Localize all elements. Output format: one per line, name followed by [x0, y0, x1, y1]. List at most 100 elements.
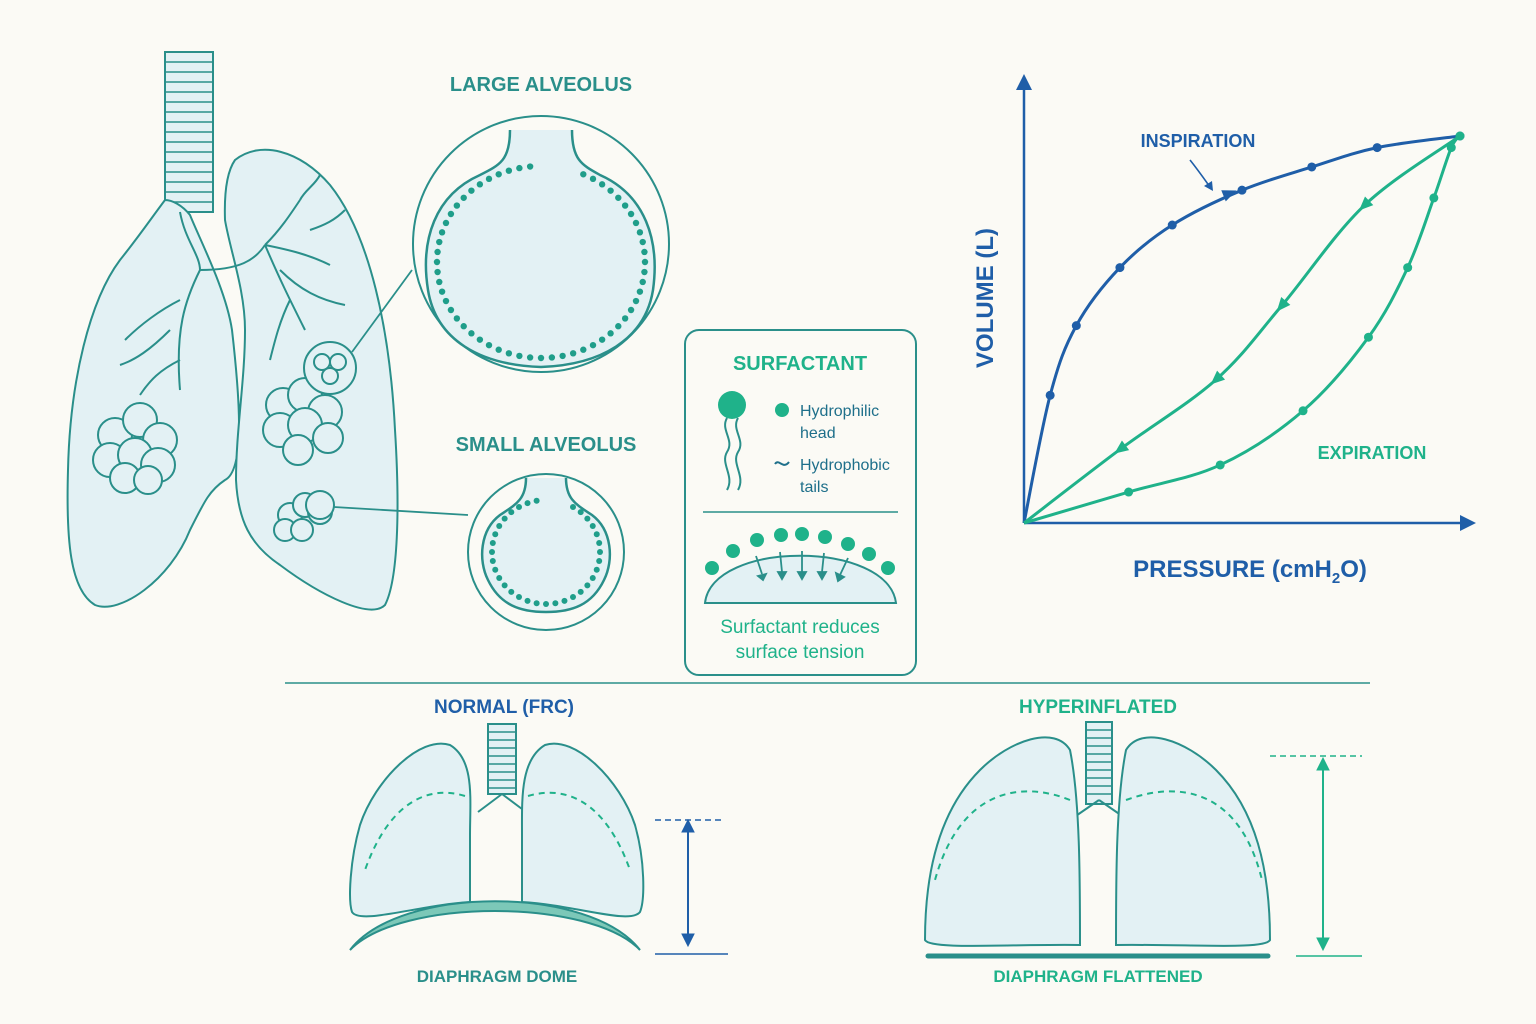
surfactant-dot	[537, 354, 545, 362]
diaphragm-dome-caption: DIAPHRAGM DOME	[417, 967, 578, 986]
surfactant-dot	[436, 278, 443, 286]
surfactant-dot	[524, 500, 531, 507]
surfactant-dot	[559, 352, 566, 360]
surfactant-dot	[636, 288, 644, 295]
surfactant-dot	[598, 181, 606, 188]
data-point	[1403, 263, 1413, 273]
surfactant-dot	[505, 350, 513, 357]
data-point	[1446, 143, 1456, 153]
surfactant-dot	[533, 600, 540, 607]
hydrophobic-label-2: tails	[800, 479, 828, 496]
surfactant-dot	[438, 229, 446, 236]
surfactant-title: SURFACTANT	[733, 353, 867, 375]
surfactant-dot	[433, 258, 441, 266]
hyperinflated-lungs	[923, 721, 1272, 959]
surfactant-dot	[569, 350, 577, 357]
surfactant-dot	[607, 330, 614, 337]
surfactant-dot	[526, 354, 534, 361]
surfactant-dot	[460, 323, 467, 330]
surfactant-dot	[589, 341, 597, 349]
surfactant-dot	[596, 558, 603, 565]
surfactant-dot	[627, 306, 635, 314]
series-line-3	[1023, 134, 1461, 525]
surfactant-dot	[593, 566, 600, 573]
lung-anatomy	[66, 51, 469, 611]
surfactant-dot	[508, 509, 515, 516]
surfactant-dot	[447, 210, 455, 218]
surfactant-dot	[543, 601, 549, 607]
surfactant-dot	[495, 171, 502, 178]
data-point	[1363, 332, 1373, 342]
large-alveolus-label: LARGE ALVEOLUS	[450, 74, 632, 96]
surfactant-dot	[639, 238, 646, 246]
surfactant-dot	[621, 202, 629, 209]
surfactant-dot	[492, 566, 499, 573]
surfactant-dot	[596, 539, 603, 546]
direction-arrow-icon	[1114, 440, 1130, 454]
surfactant-dot	[577, 588, 584, 595]
surfactant-dot	[434, 268, 441, 276]
surfactant-dot	[442, 297, 450, 305]
hydrophobic-tail-icon	[774, 461, 790, 466]
surfactant-dot	[485, 341, 493, 349]
large-alveolus	[412, 115, 670, 373]
surfactant-dot	[641, 258, 649, 266]
pv-chart: VOLUME (L) PRESSURE (cmH2O) INSPIRATION …	[972, 74, 1476, 587]
surfactant-dot	[552, 600, 559, 607]
bronchial-tree	[119, 174, 346, 396]
data-point	[1045, 390, 1055, 400]
surfactant-dot	[516, 352, 523, 360]
surfactant-dot	[641, 268, 648, 276]
surfactant-caption-2: surface tension	[736, 642, 865, 663]
surfactant-dot	[516, 503, 522, 510]
surfactant-dot	[548, 354, 556, 361]
surfactant-dot	[496, 523, 503, 529]
data-point	[1307, 162, 1317, 172]
surfactant-dot	[589, 175, 597, 183]
surfactant-dot	[496, 575, 503, 581]
surfactant-dot	[453, 315, 461, 322]
surfactant-dot	[495, 346, 502, 353]
data-point	[1115, 263, 1125, 273]
surfactant-dot	[615, 323, 622, 330]
surfactant-dot	[453, 202, 461, 209]
surfactant-dot	[584, 582, 591, 589]
surfactant-dot	[476, 181, 484, 188]
surfactant-dot	[516, 594, 522, 601]
data-point	[1215, 460, 1225, 470]
surfactant-dot	[607, 187, 614, 194]
surfactant-dot	[570, 594, 576, 601]
surfactant-dot	[492, 531, 499, 538]
normal-lungs	[349, 723, 645, 951]
surfactant-dot	[489, 558, 496, 565]
surfactant-dot	[516, 164, 523, 172]
data-point	[1237, 185, 1247, 195]
surfactant-dot	[641, 248, 648, 256]
small-alveolus	[467, 473, 625, 631]
hydrophilic-label-2: head	[800, 425, 836, 442]
surfactant-dot	[438, 288, 446, 295]
direction-arrow-icon	[1276, 297, 1291, 312]
surfactant-caption-1: Surfactant reduces	[720, 617, 879, 638]
surfactant-dot	[468, 330, 475, 337]
surfactant-dot	[621, 315, 629, 322]
hyper-height-indicator	[1270, 755, 1362, 957]
surfactant-dot	[589, 575, 596, 581]
normal-height-indicator	[655, 818, 728, 955]
alveolar-cluster-left	[92, 402, 178, 495]
data-point	[1167, 220, 1177, 230]
surfactant-dot	[489, 539, 496, 546]
surfactant-dot	[489, 549, 495, 555]
series-line-2	[1023, 134, 1462, 525]
inspiration-label: INSPIRATION	[1141, 131, 1256, 151]
surfactant-dot	[615, 194, 622, 201]
leader-line-small	[333, 506, 469, 516]
surfactant-panel: SURFACTANT Hydrophilic head Hydrophobic …	[684, 329, 917, 676]
surfactant-dot	[442, 219, 450, 227]
surfactant-dot	[570, 503, 576, 510]
surfactant-dot	[460, 194, 467, 201]
surfactant-dot	[597, 549, 603, 555]
zoom-ring-small	[305, 490, 335, 520]
surfactant-dot	[632, 219, 640, 227]
